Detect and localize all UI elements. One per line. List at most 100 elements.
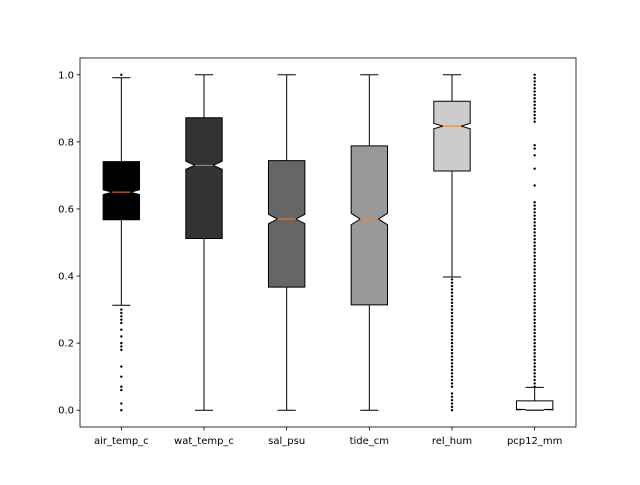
x-tick-label: tide_cm: [350, 436, 389, 447]
outlier-point: [450, 348, 454, 352]
outlier-point: [450, 291, 454, 295]
outlier-point: [533, 248, 536, 251]
x-tick-label: pcp12_mm: [507, 436, 562, 447]
outlier-point: [120, 348, 123, 352]
outlier-point: [533, 331, 536, 335]
outlier-point: [533, 284, 536, 288]
outlier-point: [533, 335, 536, 338]
outlier-point: [450, 345, 454, 348]
outlier-point: [533, 97, 536, 100]
outlier-point: [533, 321, 536, 325]
x-tick-label: rel_hum: [432, 436, 472, 447]
outlier-point: [450, 378, 454, 382]
outlier-point: [533, 318, 536, 321]
y-tick-label: 0.4: [58, 272, 74, 283]
outlier-point: [450, 308, 454, 311]
outlier-point: [533, 315, 536, 318]
outlier-point: [120, 409, 123, 412]
outlier-point: [533, 73, 536, 76]
outlier-point: [533, 83, 536, 87]
outlier-point: [533, 298, 536, 301]
box-group: [515, 73, 554, 411]
outlier-point: [533, 167, 536, 170]
outlier-point: [450, 294, 454, 298]
outlier-point: [533, 294, 536, 298]
box-body: [433, 100, 471, 172]
outlier-point: [533, 251, 536, 254]
outlier-point: [450, 318, 454, 321]
outlier-point: [450, 355, 454, 358]
outlier-point: [450, 335, 454, 338]
outlier-point: [533, 254, 536, 258]
x-tick-label: wat_temp_c: [174, 436, 234, 447]
outlier-point: [533, 154, 536, 157]
outlier-point: [120, 365, 123, 368]
outlier-point: [450, 372, 454, 375]
axes-frame: [79, 57, 577, 428]
outlier-point: [533, 201, 536, 204]
outlier-point: [120, 315, 123, 318]
outlier-point: [533, 241, 536, 244]
outlier-point: [533, 311, 536, 315]
outlier-point: [533, 90, 536, 93]
outlier-point: [450, 405, 454, 409]
outlier-point: [533, 341, 536, 345]
outlier-point: [533, 100, 536, 103]
outlier-point: [533, 382, 536, 385]
outlier-point: [533, 385, 536, 388]
outlier-point: [533, 301, 536, 305]
outlier-point: [120, 335, 123, 338]
outlier-point: [533, 120, 536, 123]
box-group: [102, 73, 141, 412]
outlier-point: [450, 352, 454, 355]
outlier-point: [450, 368, 454, 372]
outlier-point: [120, 385, 123, 388]
outlier-point: [533, 328, 536, 331]
outlier-point: [533, 110, 536, 113]
outlier-point: [450, 409, 454, 412]
outlier-point: [533, 268, 536, 271]
outlier-point: [533, 264, 536, 268]
outlier-point: [533, 144, 536, 147]
outlier-point: [450, 328, 454, 331]
outlier-point: [120, 375, 123, 378]
box-body: [185, 117, 223, 239]
outlier-point: [533, 244, 536, 248]
outlier-point: [120, 73, 123, 76]
outlier-point: [533, 224, 536, 227]
outlier-point: [450, 341, 454, 345]
outlier-point: [533, 231, 536, 234]
outlier-point: [120, 311, 123, 315]
outlier-point: [533, 338, 536, 341]
outlier-point: [533, 86, 536, 90]
outlier-point: [533, 184, 536, 187]
outlier-point: [533, 362, 536, 365]
outlier-point: [450, 365, 454, 368]
outlier-point: [450, 362, 454, 365]
outlier-point: [533, 211, 536, 214]
box-group: [350, 74, 389, 411]
outlier-point: [533, 358, 536, 362]
outlier-point: [533, 308, 536, 311]
outlier-point: [533, 365, 536, 368]
outlier-point: [533, 291, 536, 295]
y-axis: 0.00.20.40.60.81.0: [58, 70, 80, 417]
outlier-point: [533, 227, 536, 231]
box-body: [350, 145, 389, 306]
outlier-point: [533, 274, 536, 278]
outlier-point: [533, 103, 536, 107]
outlier-point: [120, 341, 123, 345]
outlier-point: [450, 385, 454, 388]
outlier-point: [533, 352, 536, 355]
outlier-point: [450, 325, 454, 328]
outlier-point: [533, 237, 536, 241]
outlier-point: [450, 358, 454, 362]
outlier-point: [533, 258, 536, 261]
y-tick-label: 0.0: [58, 406, 74, 417]
outlier-point: [533, 305, 536, 308]
outlier-point: [533, 278, 536, 281]
